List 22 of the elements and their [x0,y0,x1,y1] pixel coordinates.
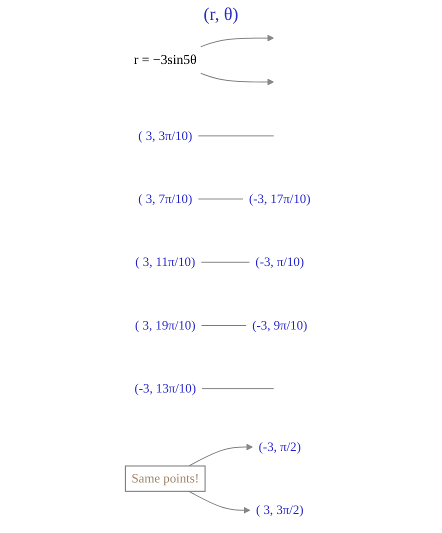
coordinate-text: ( 3, 11π/10) [135,254,196,270]
coordinate-text: (-3, π/10) [255,254,304,270]
arrow [188,490,250,514]
coordinate-text: (-3, 9π/10) [252,318,308,332]
connector-line [201,324,247,326]
arrow [188,444,253,466]
coordinate-text: ( 3, 7π/10) [138,192,192,206]
coordinate-label: (r, θ) [202,4,240,25]
arrow [200,34,274,48]
coordinate-text: ( 3, 3π/2) [256,502,304,518]
connector-line [198,135,274,136]
coordinate-text: ( 3, 19π/10) [135,318,196,332]
connector-line [200,262,250,263]
arrow [200,72,274,86]
coordinate-text: (-3, 13π/10) [134,381,196,396]
equation-text: r = −3sin5θ [134,52,197,68]
connector-line [198,198,244,200]
coordinate-text: ( 3, 3π/10) [138,128,192,143]
coordinate-text: (-3, π/2) [258,440,301,454]
note-box: Same points! [124,465,206,492]
connector-line [202,388,274,390]
coordinate-text: (-3, 17π/10) [249,192,311,206]
